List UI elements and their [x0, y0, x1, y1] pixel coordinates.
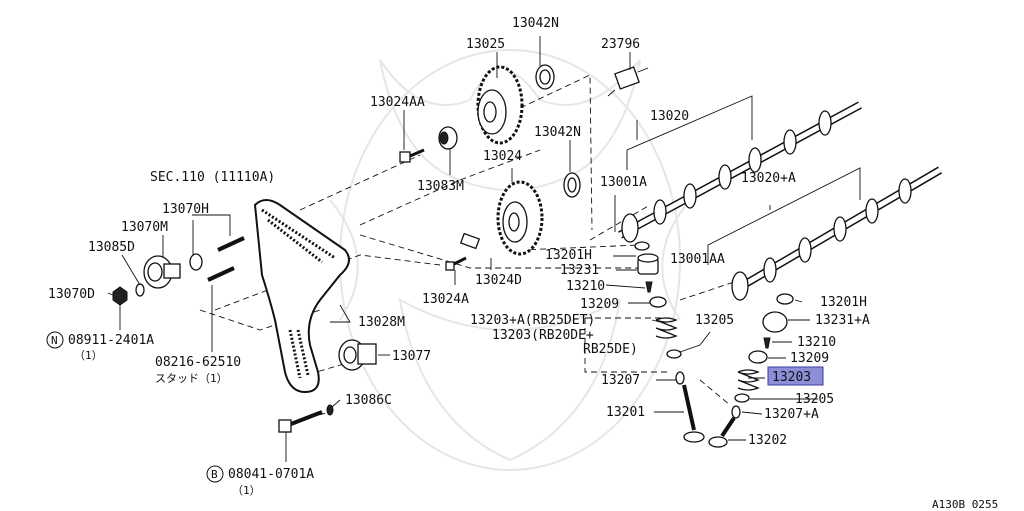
shim-13201h-mid — [634, 241, 650, 251]
washer-13086c — [326, 404, 334, 416]
camshaft-13020 — [618, 101, 862, 243]
label-13231: 13231 — [560, 263, 599, 278]
label-rb25de: RB25DE) — [583, 342, 638, 357]
label-13201h-mid: 13201H — [545, 248, 592, 263]
watermark-emblem — [329, 49, 691, 471]
label-13203: 13203(RB20DE+ — [492, 328, 594, 343]
label-13205-right: 13205 — [795, 392, 834, 407]
shim-13201h-right — [776, 293, 794, 305]
cam-sprocket-13024 — [496, 180, 544, 256]
collet-13210-right — [763, 337, 771, 349]
label-13070m: 13070M — [121, 220, 168, 235]
label-stud: スタッド（1） — [155, 372, 228, 385]
stud-13070h — [217, 236, 245, 252]
idler-pulley-13077 — [338, 339, 377, 371]
label-13024d: 13024D — [475, 273, 522, 288]
label-13042n-mid: 13042N — [534, 125, 581, 140]
label-08911: 08911-2401A — [68, 333, 154, 348]
label-13209-right: 13209 — [790, 351, 829, 366]
label-13024aa: 13024AA — [370, 95, 425, 110]
label-13086c: 13086C — [345, 393, 392, 408]
valve-13201 — [682, 384, 705, 443]
label-13201: 13201 — [606, 405, 645, 420]
nut-13070d — [112, 286, 128, 306]
stud-08216 — [207, 266, 235, 282]
label-13207: 13207 — [601, 373, 640, 388]
tensioner-pulley-13070m — [143, 255, 181, 289]
label-13083m: 13083M — [417, 179, 464, 194]
seat-13205-mid — [666, 349, 682, 359]
label-qty-n: （1） — [74, 349, 103, 362]
seal-13207 — [675, 371, 685, 385]
spring-13203 — [655, 317, 678, 339]
seal-13207a — [731, 405, 741, 419]
label-13210-right: 13210 — [797, 335, 836, 350]
label-08216: 08216-62510 — [155, 355, 241, 370]
circle-b-letter: B — [211, 468, 218, 481]
seat-13205-right — [734, 393, 750, 403]
seal-13042n-top — [535, 64, 555, 90]
label-13201h-right: 13201H — [820, 295, 867, 310]
retainer-13209 — [649, 296, 667, 308]
diagram-code: A130B 0255 — [932, 498, 998, 511]
label-sec110: SEC.110 (11110A) — [150, 170, 275, 185]
spacer-13070h — [189, 253, 203, 271]
timing-belt — [253, 199, 350, 394]
part-labels: 13042N 13025 23796 13024AA 13020 13042N … — [48, 16, 998, 511]
label-13209: 13209 — [580, 297, 619, 312]
label-23796: 23796 — [601, 37, 640, 52]
sensor-23796 — [607, 66, 649, 97]
label-13025: 13025 — [466, 37, 505, 52]
label-13024: 13024 — [483, 149, 522, 164]
plate-13024d — [459, 232, 481, 250]
bolt-08041 — [278, 410, 323, 433]
label-qty-b: （1） — [232, 484, 261, 497]
cam-sprocket-13025 — [476, 65, 524, 145]
label-13001aa: 13001AA — [670, 252, 725, 267]
label-08041: 08041-0701A — [228, 467, 314, 482]
label-13202: 13202 — [748, 433, 787, 448]
label-13028m: 13028M — [358, 315, 405, 330]
collet-13210 — [645, 281, 653, 293]
seal-13042n-mid — [563, 172, 581, 198]
bolt-13024a — [445, 256, 467, 271]
retainer-13209-right — [748, 350, 768, 364]
label-13001a: 13001A — [600, 175, 647, 190]
label-13042n-top: 13042N — [512, 16, 559, 31]
label-13077: 13077 — [392, 349, 431, 364]
label-13203-highlighted[interactable]: 13203 — [772, 370, 811, 385]
label-13024a: 13024A — [422, 292, 469, 307]
label-13020: 13020 — [650, 109, 689, 124]
label-13020a: 13020+A — [741, 171, 796, 186]
spacer-13083m — [438, 126, 458, 150]
circle-n-marker: N — [46, 331, 64, 349]
label-13231a: 13231+A — [815, 313, 870, 328]
label-13210: 13210 — [566, 279, 605, 294]
label-13070h: 13070H — [162, 202, 209, 217]
lifter-13231a — [762, 311, 788, 333]
highlight-box — [767, 366, 824, 386]
camshaft-13020a — [731, 166, 943, 301]
washer-13085d — [135, 283, 145, 297]
bolt-13024aa — [399, 148, 425, 163]
circle-b-marker: B — [206, 465, 224, 483]
label-13203a: 13203+A(RB25DET) — [470, 313, 595, 328]
leader-lines — [107, 36, 861, 462]
label-13207a: 13207+A — [764, 407, 819, 422]
lifter-13231 — [637, 253, 659, 275]
label-13085d: 13085D — [88, 240, 135, 255]
spring-13203-right — [737, 369, 760, 391]
valve-13202 — [708, 416, 736, 448]
label-13205-mid: 13205 — [695, 313, 734, 328]
circle-n-letter: N — [51, 334, 58, 347]
label-13070d: 13070D — [48, 287, 95, 302]
